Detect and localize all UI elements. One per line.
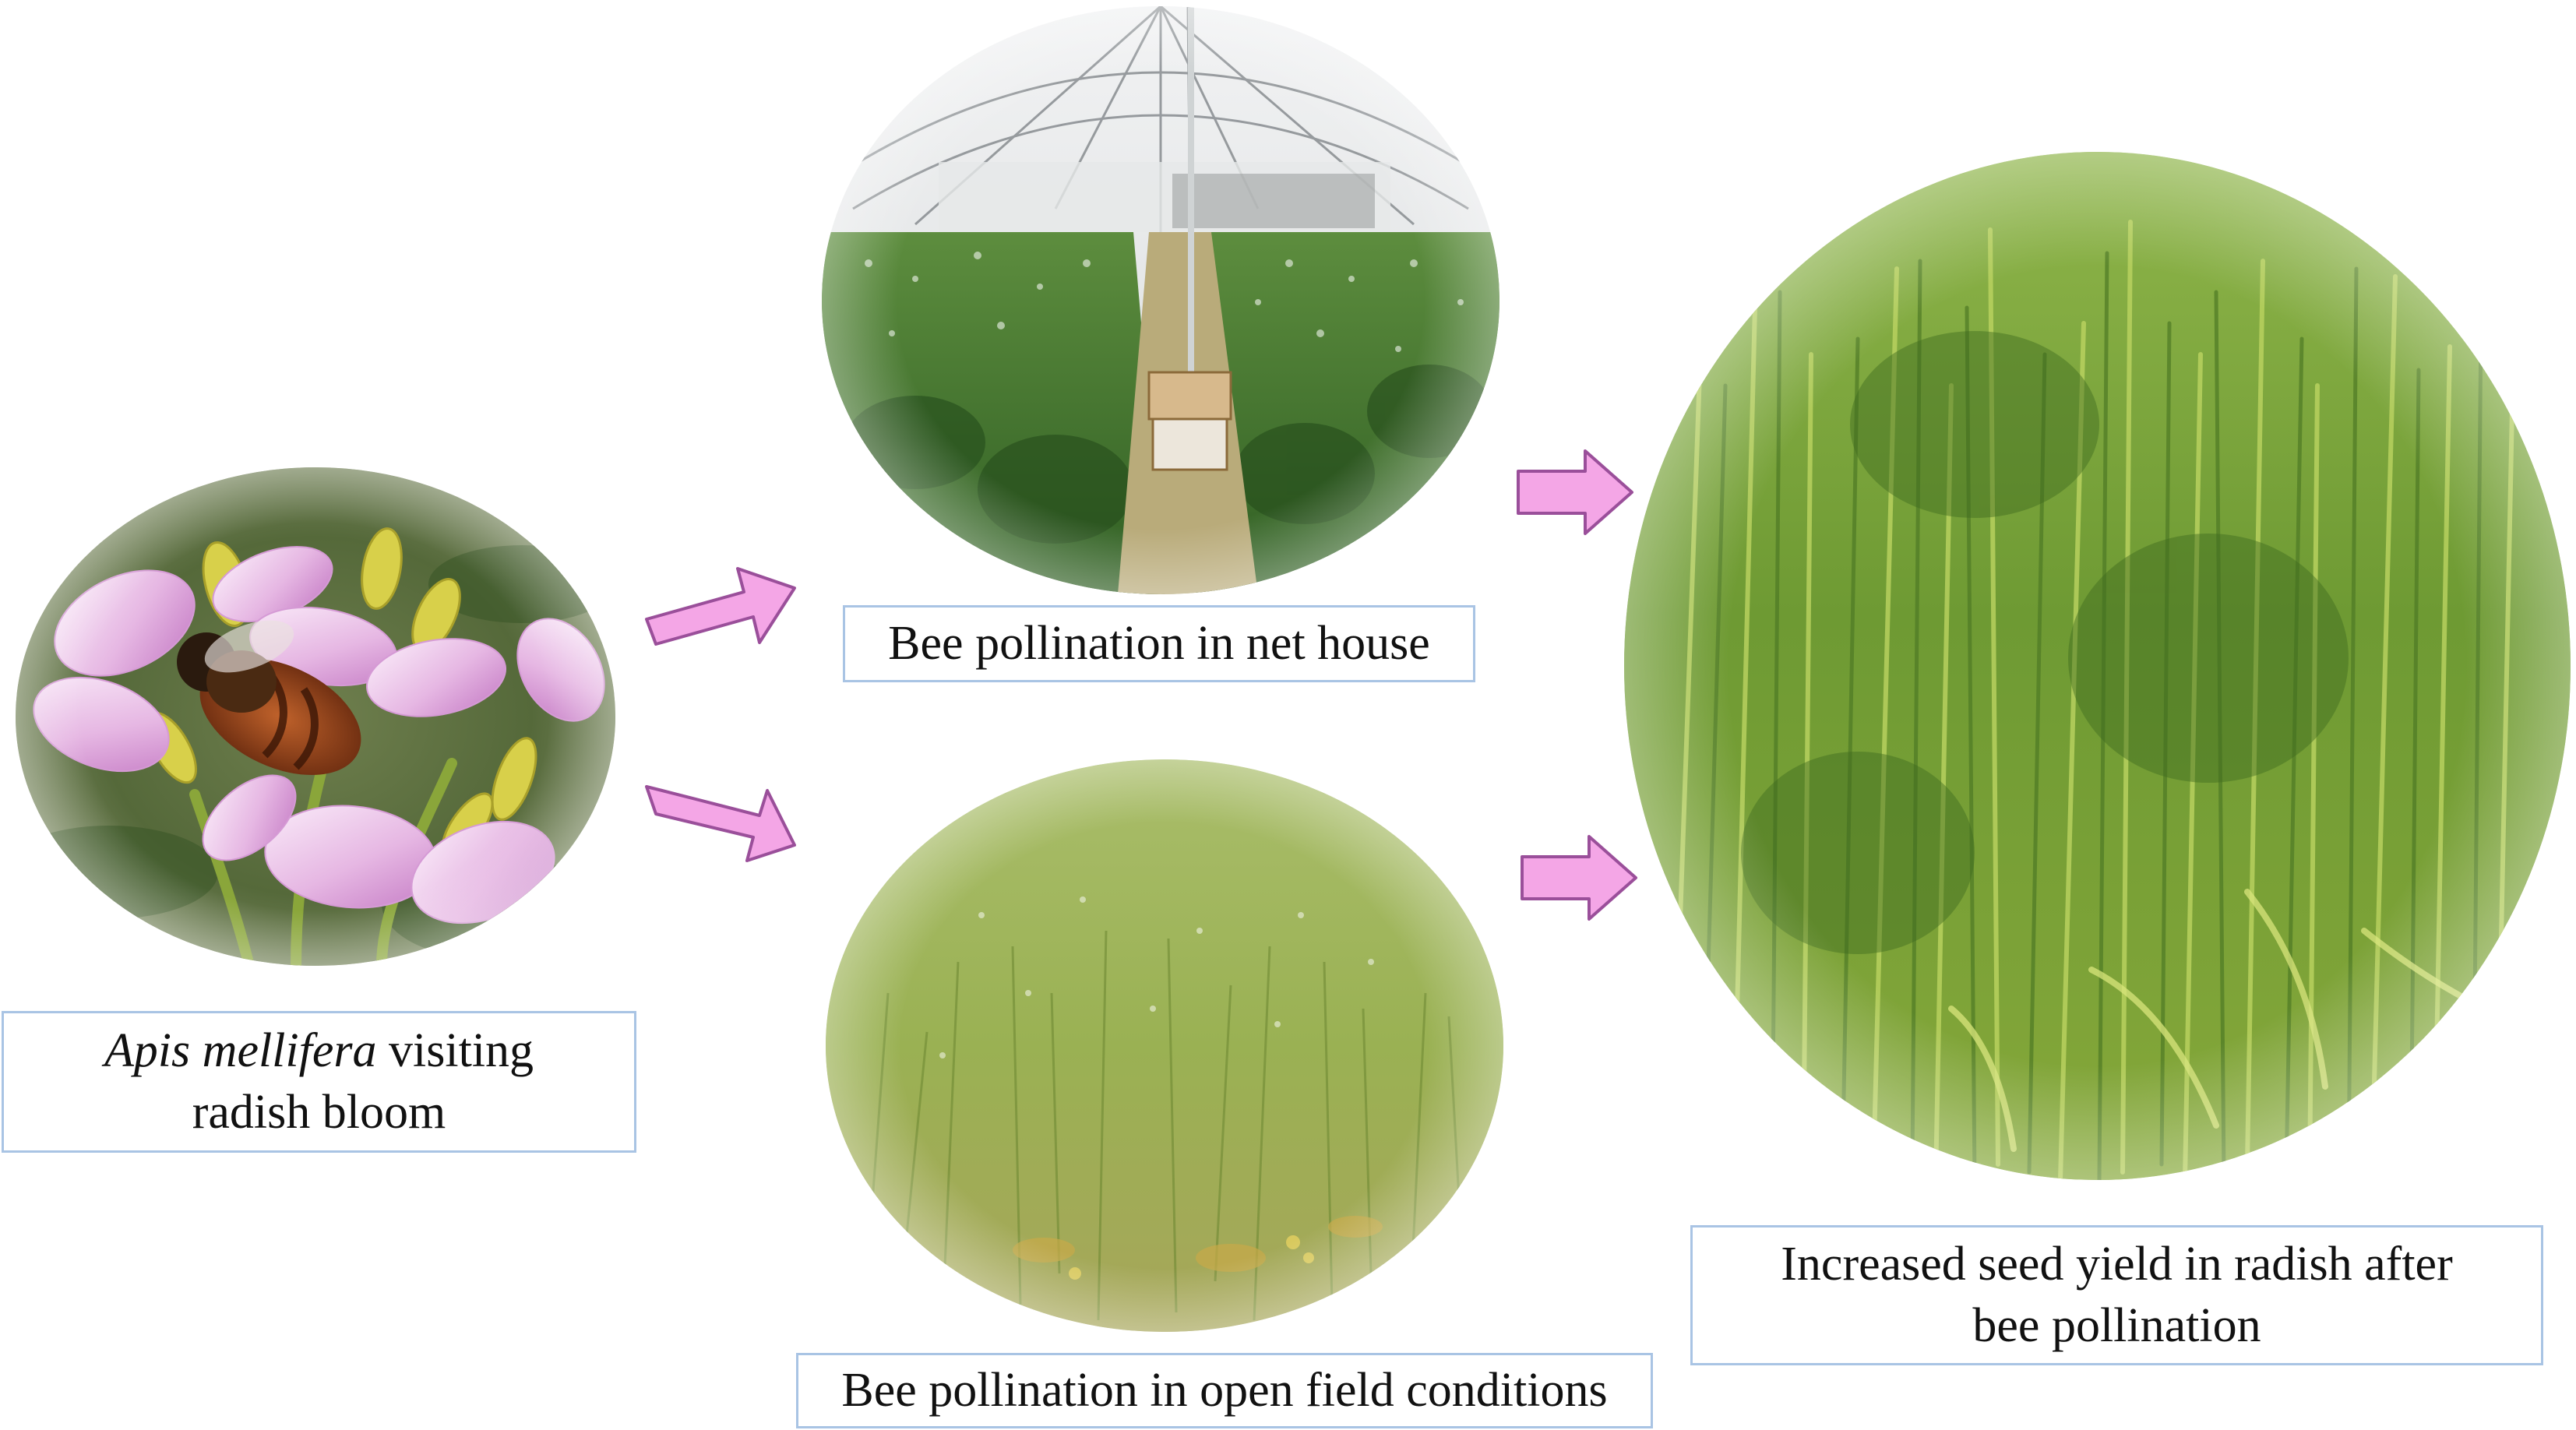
caption-open-field: Bee pollination in open field conditions bbox=[796, 1353, 1653, 1428]
arrow-net-house-to-yield bbox=[1515, 448, 1636, 537]
caption-open-field-text: Bee pollination in open field conditions bbox=[841, 1363, 1608, 1417]
caption-bee-visiting-bloom: Apis mellifera visiting radish bloom bbox=[2, 1011, 636, 1153]
caption-net-house: Bee pollination in net house bbox=[843, 605, 1475, 682]
bee-on-radish-photo bbox=[16, 467, 615, 966]
seed-yield-photo bbox=[1624, 152, 2571, 1180]
open-field-photo bbox=[826, 759, 1503, 1332]
caption-net-house-text: Bee pollination in net house bbox=[888, 616, 1430, 670]
arrow-open-field-to-yield bbox=[1519, 833, 1640, 923]
caption-seed-yield: Increased seed yield in radish after bee… bbox=[1690, 1225, 2543, 1365]
caption-bee-line2: radish bloom bbox=[192, 1086, 446, 1139]
caption-bee-line1-rest: visiting bbox=[376, 1023, 534, 1077]
caption-bee-line1: Apis mellifera visiting bbox=[104, 1020, 534, 1082]
caption-seed-yield-line1: Increased seed yield in radish after bbox=[1781, 1237, 2453, 1291]
arrow-to-open-field bbox=[643, 779, 798, 880]
net-house-photo bbox=[822, 6, 1499, 594]
caption-species-name: Apis mellifera bbox=[104, 1023, 377, 1077]
arrow-to-net-house bbox=[643, 545, 798, 646]
caption-seed-yield-line2: bee pollination bbox=[1972, 1299, 2261, 1352]
